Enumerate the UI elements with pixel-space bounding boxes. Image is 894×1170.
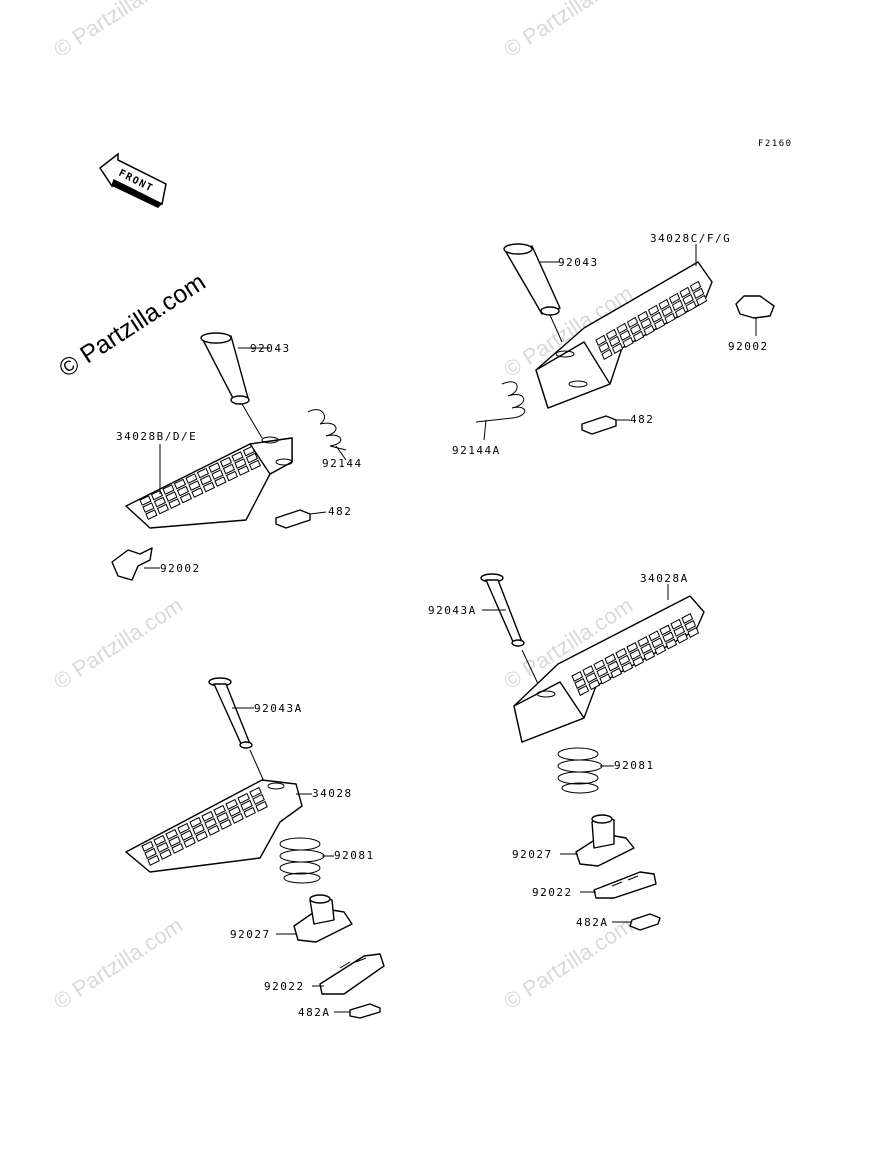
part-label: 92043 [250, 342, 291, 355]
ring-part [275, 509, 327, 529]
part-label: 92043A [254, 702, 303, 715]
bracket-part [276, 894, 353, 943]
assembly-top-left: 92043 34028B/D/E 92144 482 92002 [111, 332, 363, 581]
part-label: 482 [328, 505, 352, 518]
watermark: © Partzilla.com [49, 592, 187, 694]
bracket-part [560, 814, 635, 867]
footpeg-part [125, 779, 303, 873]
assembly-bottom-right: 92043A 34028A 92081 92027 [428, 572, 705, 931]
part-label: 92144 [322, 457, 363, 470]
part-label: 92022 [264, 980, 305, 993]
pin-part [208, 677, 267, 787]
spring-part [279, 837, 334, 884]
part-label: 92027 [230, 928, 271, 941]
stopper-part [735, 295, 775, 336]
pin-part [480, 573, 541, 689]
ring-part [612, 913, 661, 931]
footpeg-part [513, 595, 705, 743]
spring-part [307, 409, 347, 461]
footpeg-part [535, 261, 713, 409]
watermark: © Partzilla.com [499, 0, 637, 62]
ring-part [334, 1003, 381, 1019]
part-label: 92022 [532, 886, 573, 899]
footpeg-part [125, 436, 293, 529]
front-arrow-icon: FRONT [98, 152, 167, 208]
plate-part [312, 953, 385, 995]
spring-part [557, 747, 614, 794]
figure-code: F2160 [758, 139, 793, 149]
part-label: 482A [298, 1006, 331, 1019]
part-label: 482 [630, 413, 654, 426]
pin-part [503, 243, 563, 343]
part-label: 92002 [160, 562, 201, 575]
plate-part [580, 871, 657, 899]
part-label: 92002 [728, 340, 769, 353]
part-label: 92043 [558, 256, 599, 269]
assembly-bottom-left: 92043A 34028 92081 92027 [125, 677, 385, 1019]
part-label: 34028B/D/E [116, 430, 197, 443]
part-label: 92144A [452, 444, 501, 457]
part-label: 34028A [640, 572, 689, 585]
part-label: 92043A [428, 604, 477, 617]
watermark: © Partzilla.com [499, 912, 637, 1014]
stopper-part [111, 547, 160, 581]
spring-part [475, 381, 526, 441]
watermark: © Partzilla.com [49, 912, 187, 1014]
part-label: 482A [576, 916, 609, 929]
watermark: © Partzilla.com [49, 0, 187, 62]
part-label: 92081 [614, 759, 655, 772]
part-label: 34028 [312, 787, 353, 800]
part-label: 34028C/F/G [650, 232, 731, 245]
part-label: 92027 [512, 848, 553, 861]
part-label: 92081 [334, 849, 375, 862]
partzilla-watermark: © Partzilla.com [54, 268, 211, 383]
assembly-top-right: 92043 34028C/F/G 92002 92144A 482 [452, 232, 775, 457]
pin-part [200, 332, 270, 439]
ring-part [581, 415, 630, 435]
